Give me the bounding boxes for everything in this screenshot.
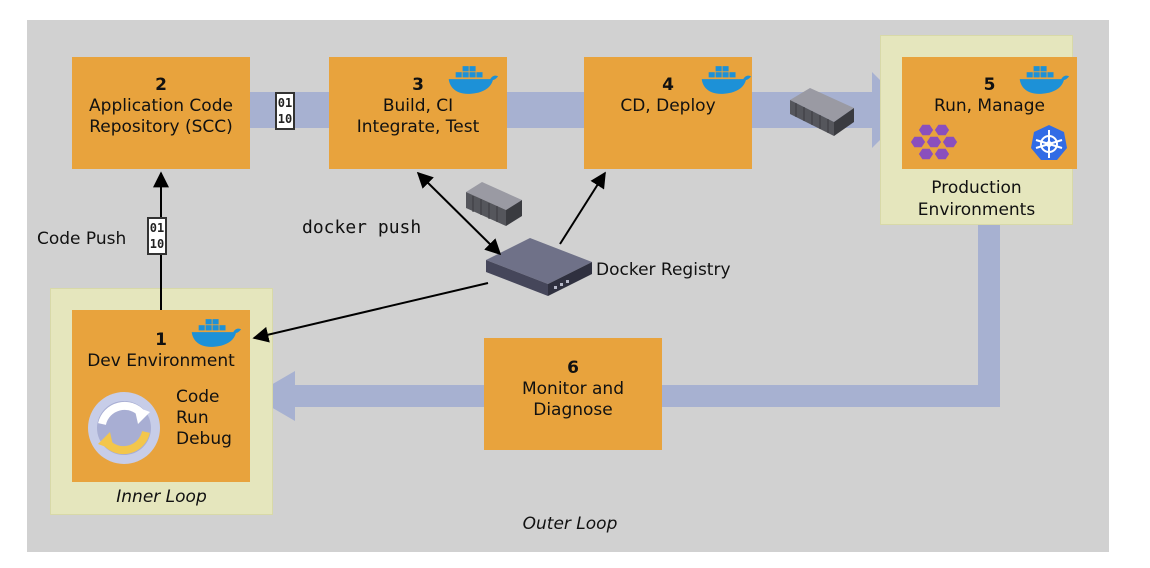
stage-2-box: 2 Application Code Repository (SCC) — [72, 57, 250, 169]
stage-4-number: 4 — [662, 75, 674, 95]
production-label-line2: Environments — [917, 200, 1036, 220]
stage-2-label-line2: Repository (SCC) — [89, 117, 233, 137]
kubernetes-icon — [1031, 125, 1067, 160]
stage-6-label-line1: Monitor and — [521, 379, 624, 399]
flow-arrow-3-4 — [500, 92, 590, 128]
flow-arrow-to-6 — [655, 385, 1000, 407]
dev-loop-code: Code — [176, 387, 220, 407]
stage-3-label-line2: Integrate, Test — [356, 117, 480, 137]
registry-dev-arrow — [252, 282, 489, 343]
stage-1-number: 1 — [155, 330, 167, 350]
service-fabric-icon — [909, 123, 959, 161]
flow-arrow-6-1 — [252, 371, 490, 421]
stage-4-label: CD, Deploy — [620, 96, 716, 116]
build-registry-arrow — [416, 171, 502, 256]
code-push-label: Code Push — [37, 229, 127, 249]
docker-registry-label: Docker Registry — [596, 260, 731, 280]
stage-5-label: Run, Manage — [934, 96, 1045, 116]
refresh-cycle-icon — [88, 392, 160, 464]
stage-6-number: 6 — [567, 358, 579, 378]
dev-loop-run: Run — [176, 408, 209, 428]
stage-1-label: Dev Environment — [87, 351, 235, 371]
stage-6-label-line2: Diagnose — [533, 400, 613, 420]
outer-loop-label: Outer Loop — [522, 514, 618, 534]
production-label-line1: Production — [931, 178, 1022, 198]
stage-6-box: 6 Monitor and Diagnose — [484, 338, 662, 450]
docker-push-label: docker push — [302, 217, 422, 238]
flow-arrow-5-down — [978, 215, 1000, 407]
stage-5-number: 5 — [983, 75, 996, 95]
inner-loop-label: Inner Loop — [116, 487, 207, 507]
stage-3-label-line1: Build, CI — [382, 96, 454, 116]
stage-2-label-line1: Application Code — [89, 96, 233, 116]
stage-2-number: 2 — [155, 75, 167, 95]
stage-3-number: 3 — [412, 75, 424, 95]
dev-loop-debug: Debug — [176, 429, 232, 449]
registry-server-icon — [486, 238, 592, 296]
registry-deploy-arrow — [559, 171, 606, 245]
container-icon — [790, 88, 854, 136]
